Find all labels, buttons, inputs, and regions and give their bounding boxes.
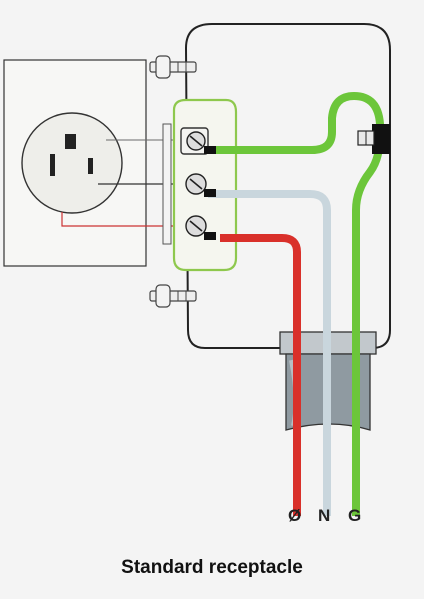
- neutral-terminal-screw: [185, 173, 216, 197]
- receptacle-face-plate: [3, 59, 147, 267]
- ground-wire: [208, 92, 385, 516]
- bottom-mounting-screw: [149, 284, 197, 308]
- ground-slot: [65, 134, 76, 149]
- neutral-wire-label: N: [318, 506, 331, 525]
- ground-clip: [357, 124, 390, 154]
- hot-wire-label: Ø: [288, 506, 302, 525]
- ground-terminal-screw: [180, 127, 216, 155]
- diagram-caption: Standard receptacle: [121, 557, 303, 578]
- ground-wire-label: G: [348, 506, 362, 525]
- neutral-wire: [208, 190, 331, 516]
- electrical-box: [184, 23, 391, 349]
- hot-wire: [220, 234, 301, 516]
- neutral-slot: [50, 154, 55, 176]
- hot-terminal-screw: [185, 215, 216, 240]
- hot-slot: [88, 158, 93, 174]
- top-mounting-screw: [149, 55, 197, 79]
